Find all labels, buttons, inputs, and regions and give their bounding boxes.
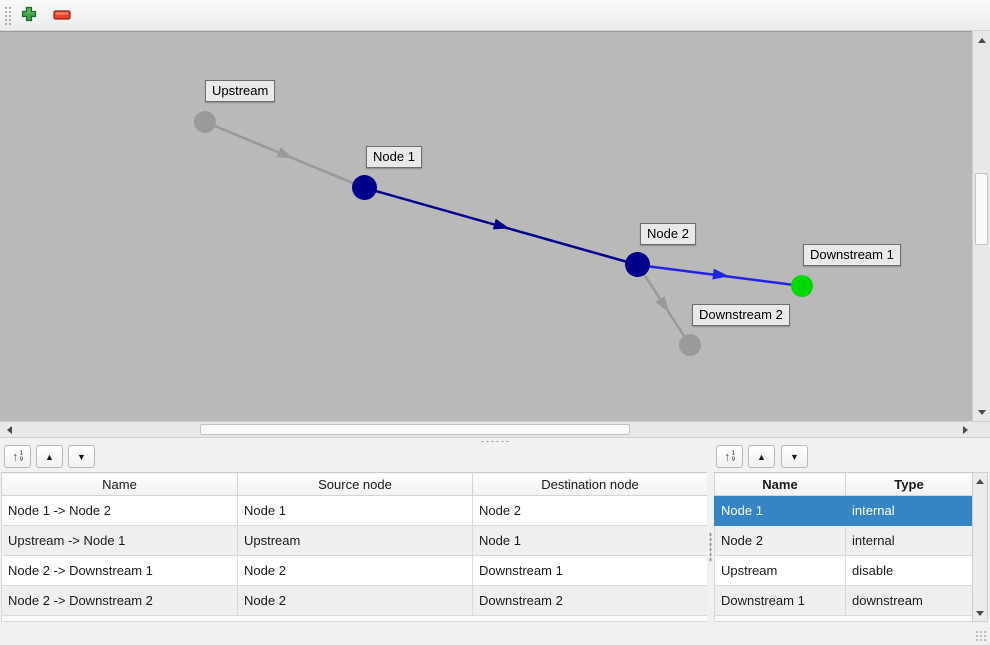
nodes-move-down-button[interactable]: ▼: [781, 445, 808, 468]
cell-name[interactable]: Node 2 -> Downstream 2: [1, 585, 238, 616]
canvas-vscroll-thumb[interactable]: [975, 173, 988, 245]
triangle-down-icon: ▼: [790, 451, 799, 462]
canvas-vertical-scrollbar[interactable]: [972, 31, 990, 421]
table-row[interactable]: Upstream disable: [714, 555, 973, 586]
column-header-destination-node[interactable]: Destination node: [472, 472, 708, 496]
node-node2[interactable]: [625, 252, 650, 277]
nodes-table: Name Type Node 1 internal Node 2 interna…: [714, 472, 973, 622]
table-row[interactable]: Upstream -> Node 1 Upstream Node 1: [1, 525, 708, 556]
scroll-left-icon: [6, 425, 12, 434]
cell-name[interactable]: Node 2 -> Downstream 1: [1, 555, 238, 586]
table-row[interactable]: Downstream 1 downstream: [714, 585, 973, 616]
node-label-node1[interactable]: Node 1: [366, 146, 422, 168]
scroll-up-button[interactable]: [973, 474, 987, 488]
node-label-upstream[interactable]: Upstream: [205, 80, 276, 102]
table-row-selected[interactable]: Node 1 internal: [714, 495, 973, 526]
remove-button[interactable]: [50, 4, 74, 28]
toolbar-drag-handle[interactable]: [4, 6, 11, 25]
graph-edges: [204, 120, 803, 346]
table-filler-row: [1, 615, 708, 622]
column-header-type[interactable]: Type: [845, 472, 973, 496]
window-resize-grip-icon[interactable]: [975, 630, 987, 642]
table-row[interactable]: Node 2 -> Downstream 2 Node 2 Downstream…: [1, 585, 708, 616]
node-upstream[interactable]: [194, 111, 216, 133]
edges-table: Name Source node Destination node Node 1…: [1, 472, 708, 622]
splitter-grip-icon: [709, 532, 712, 562]
cell-type[interactable]: disable: [845, 555, 973, 586]
node-label-downstream1[interactable]: Downstream 1: [803, 244, 901, 266]
cell-name[interactable]: Downstream 1: [714, 585, 846, 616]
scroll-right-button[interactable]: [958, 423, 972, 436]
scroll-right-icon: [962, 425, 968, 434]
vertical-splitter[interactable]: [707, 444, 714, 622]
table-row[interactable]: Node 2 -> Downstream 1 Node 2 Downstream…: [1, 555, 708, 586]
column-header-name[interactable]: Name: [1, 472, 238, 496]
scroll-down-button[interactable]: [973, 606, 987, 620]
column-header-name[interactable]: Name: [714, 472, 846, 496]
minus-icon: [53, 7, 71, 25]
nodes-table-scrollbar[interactable]: [972, 472, 988, 622]
node-node1[interactable]: [352, 175, 377, 200]
main-toolbar: [0, 0, 990, 31]
cell-type[interactable]: internal: [845, 495, 973, 526]
node-label-downstream2[interactable]: Downstream 2: [692, 304, 790, 326]
plus-icon: [21, 6, 37, 27]
add-button[interactable]: [17, 4, 41, 28]
triangle-down-icon: ▼: [77, 451, 86, 462]
cell-name[interactable]: Node 2: [714, 525, 846, 556]
triangle-up-icon: ▲: [45, 451, 54, 462]
scroll-down-button[interactable]: [974, 405, 990, 419]
cell-source[interactable]: Node 1: [237, 495, 473, 526]
cell-name[interactable]: Upstream: [714, 555, 846, 586]
edges-move-down-button[interactable]: ▼: [68, 445, 95, 468]
cell-name[interactable]: Upstream -> Node 1: [1, 525, 238, 556]
nodes-move-up-button[interactable]: ▲: [748, 445, 775, 468]
cell-source[interactable]: Upstream: [237, 525, 473, 556]
table-row[interactable]: Node 2 internal: [714, 525, 973, 556]
graph-canvas[interactable]: Upstream Node 1 Node 2 Downstream 1 Down…: [0, 31, 972, 421]
scroll-up-icon: [976, 478, 984, 484]
scroll-down-icon: [978, 409, 986, 415]
node-downstream1[interactable]: [791, 275, 813, 297]
scroll-up-icon: [978, 37, 986, 43]
table-filler-row: [714, 615, 973, 622]
scroll-up-button[interactable]: [974, 33, 990, 47]
edges-move-up-button[interactable]: ▲: [36, 445, 63, 468]
cell-destination[interactable]: Downstream 1: [472, 555, 708, 586]
canvas-horizontal-scrollbar[interactable]: [0, 421, 990, 438]
cell-name[interactable]: Node 1: [714, 495, 846, 526]
horizontal-splitter[interactable]: [0, 438, 990, 444]
cell-name[interactable]: Node 1 -> Node 2: [1, 495, 238, 526]
cell-destination[interactable]: Node 2: [472, 495, 708, 526]
cell-type[interactable]: internal: [845, 525, 973, 556]
cell-source[interactable]: Node 2: [237, 555, 473, 586]
scroll-left-button[interactable]: [2, 423, 16, 436]
splitter-grip-icon: [480, 440, 510, 443]
table-row[interactable]: Node 1 -> Node 2 Node 1 Node 2: [1, 495, 708, 526]
canvas-hscroll-thumb[interactable]: [200, 424, 630, 435]
nodes-table-container: Name Type Node 1 internal Node 2 interna…: [714, 472, 973, 622]
scroll-down-icon: [976, 610, 984, 616]
cell-type[interactable]: downstream: [845, 585, 973, 616]
node-downstream2[interactable]: [679, 334, 701, 356]
cell-destination[interactable]: Node 1: [472, 525, 708, 556]
triangle-up-icon: ▲: [757, 451, 766, 462]
cell-destination[interactable]: Downstream 2: [472, 585, 708, 616]
column-header-source-node[interactable]: Source node: [237, 472, 473, 496]
edges-table-container: Name Source node Destination node Node 1…: [1, 472, 708, 622]
node-label-node2[interactable]: Node 2: [640, 223, 696, 245]
cell-source[interactable]: Node 2: [237, 585, 473, 616]
